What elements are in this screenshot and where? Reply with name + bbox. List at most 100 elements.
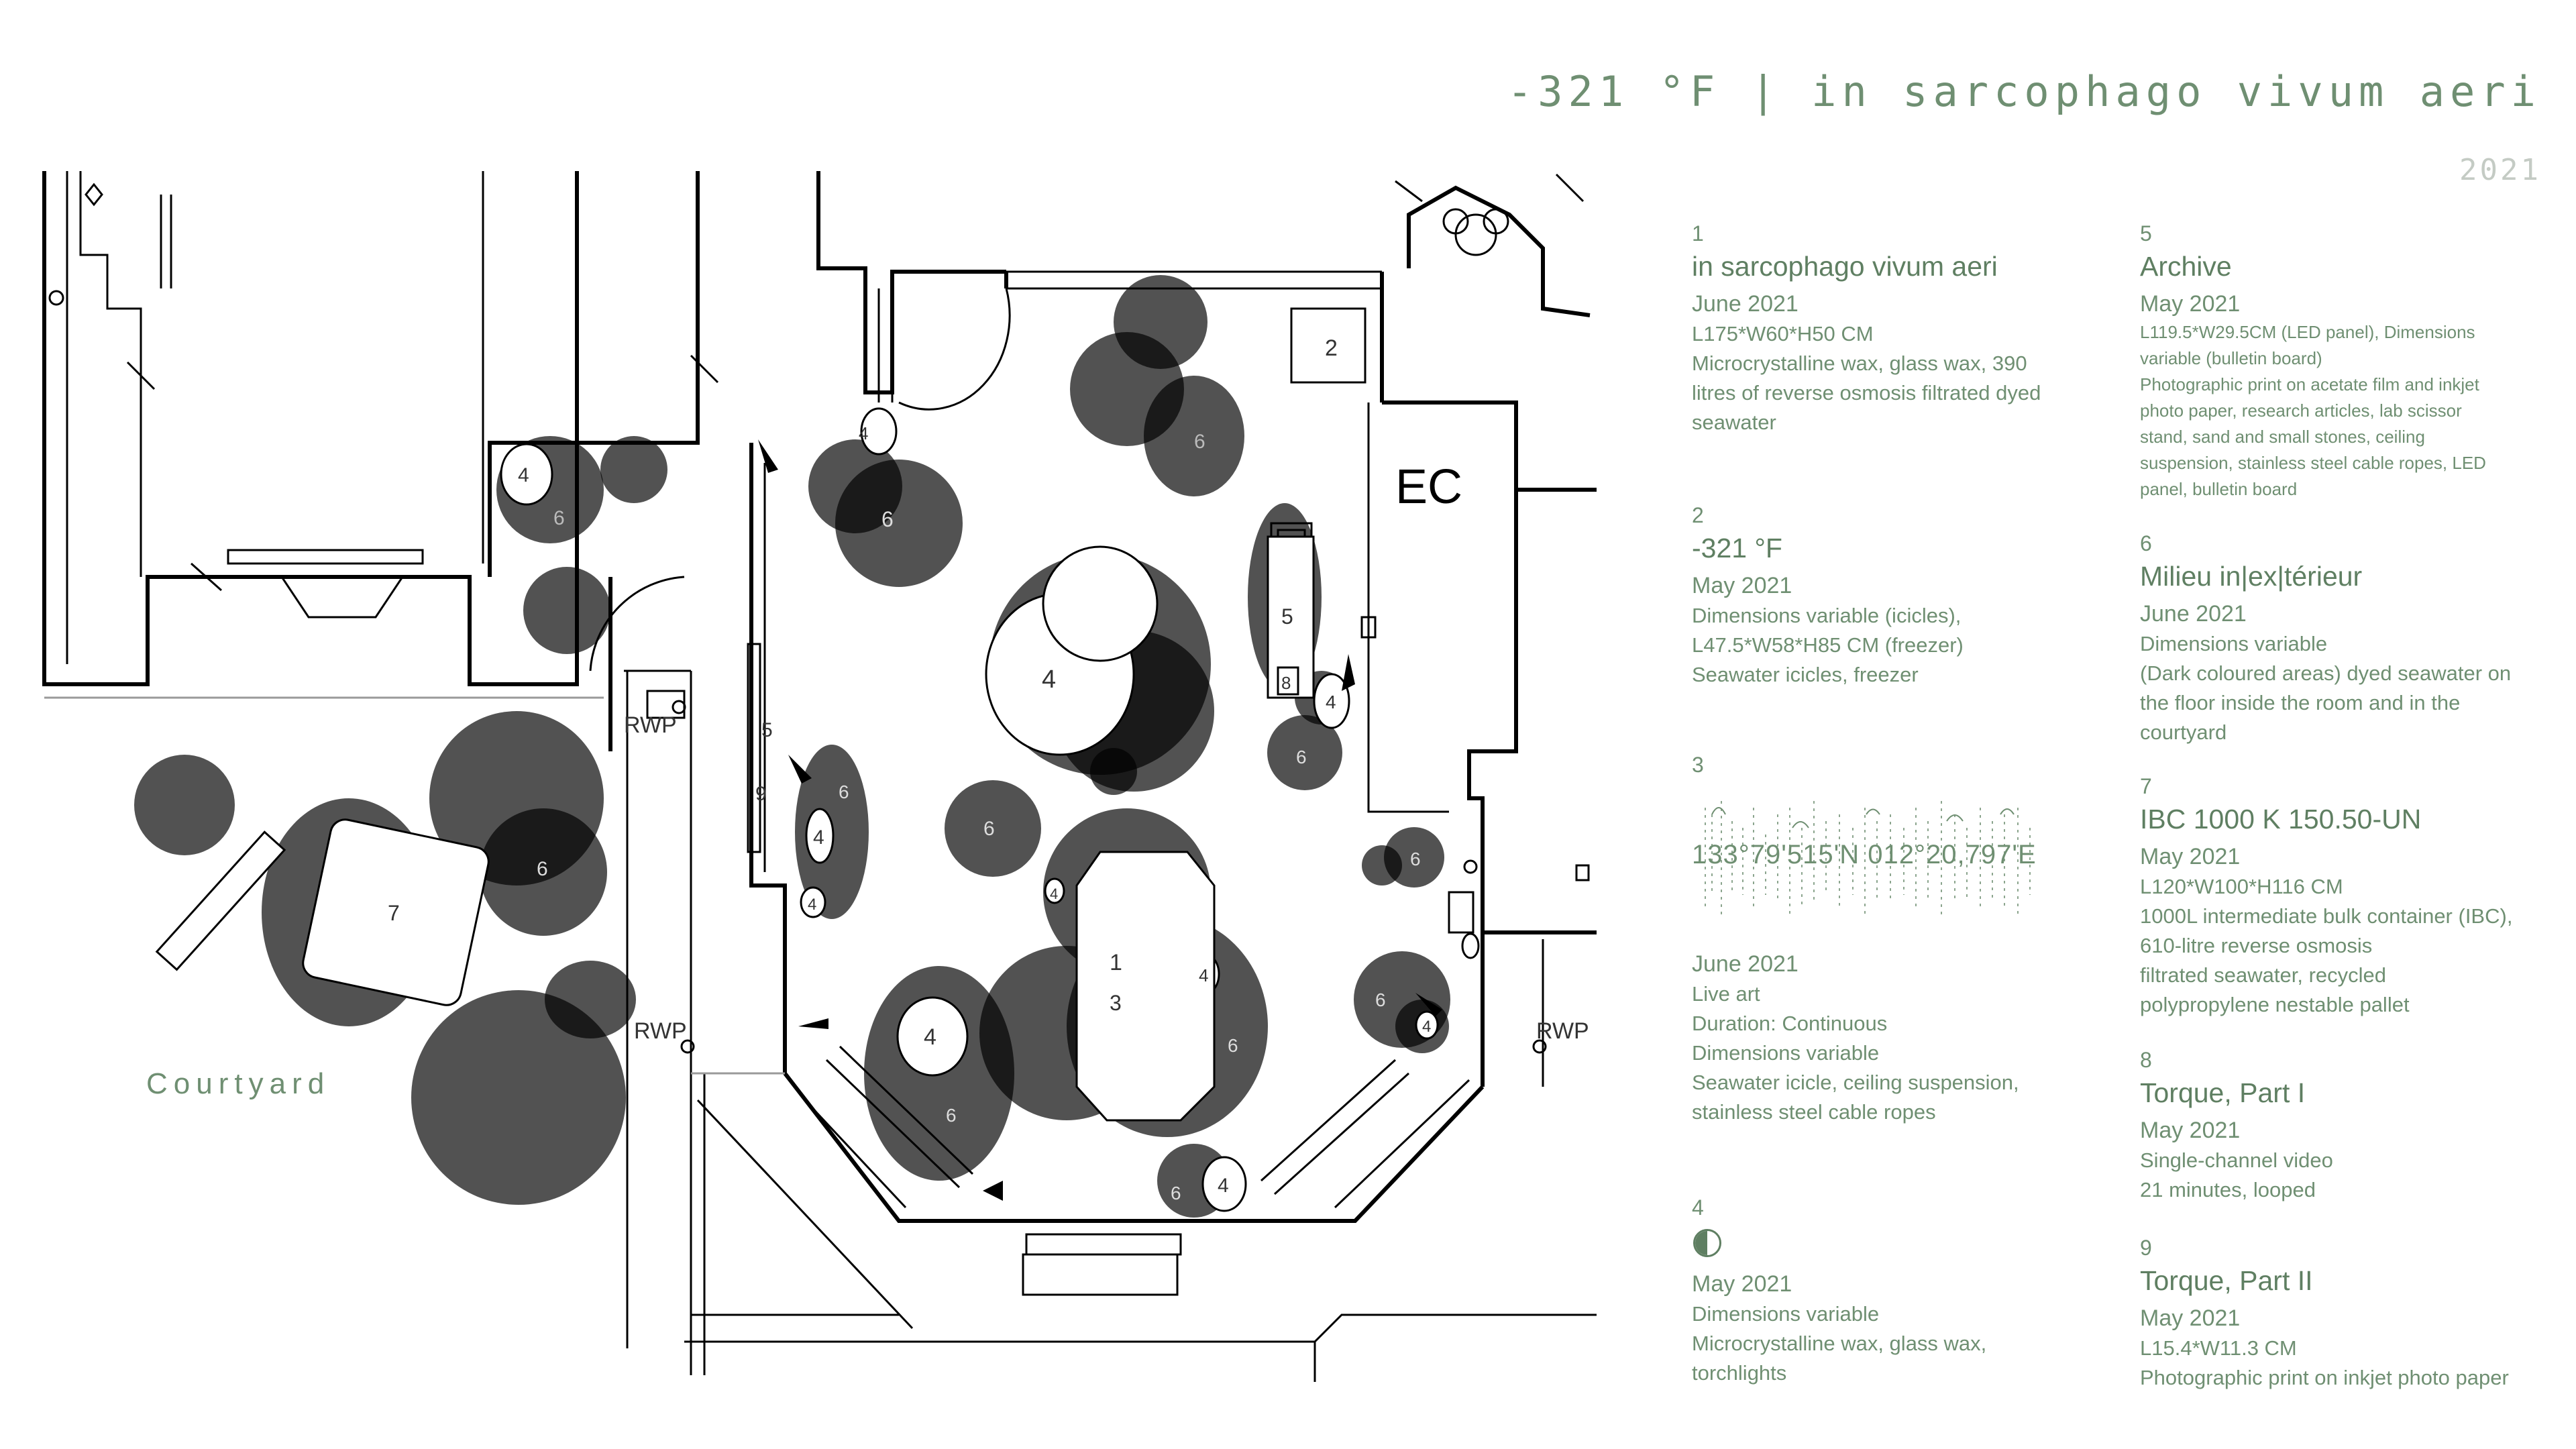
work-number: 3 — [1692, 753, 1704, 777]
plan-number-6g: 6 — [1410, 849, 1421, 869]
work-number: 2 — [1692, 503, 1704, 527]
work-detail: polypropylene nestable pallet — [2140, 993, 2410, 1016]
plan-number-4j: 4 — [1422, 1018, 1431, 1036]
work-entry-7: 7 IBC 1000 K 150.50-UN May 2021 L120*W10… — [2140, 773, 2556, 1020]
work-title: Archive — [2140, 251, 2232, 282]
work-detail: L175*W60*H50 CM — [1692, 322, 1874, 345]
work-detail: variable (bulletin board) — [2140, 348, 2322, 368]
plan-number-1: 1 — [1110, 950, 1122, 975]
video-monitor — [1277, 666, 1299, 696]
plan-number-6h: 6 — [1375, 989, 1386, 1010]
plan-number-4d: 4 — [859, 423, 868, 443]
rwp-label-2: RWP — [634, 1018, 687, 1044]
torchlight-markers — [758, 439, 1442, 1201]
work-detail: 610-litre reverse osmosis — [2140, 934, 2373, 957]
work-detail: (Dark coloured areas) dyed seawater on — [2140, 661, 2512, 685]
work-detail: torchlights — [1692, 1361, 1787, 1385]
courtyard-label: Courtyard — [146, 1067, 330, 1100]
work-number: 1 — [1692, 221, 1704, 246]
work-detail: Single-channel video — [2140, 1148, 2333, 1172]
work-detail: L47.5*W58*H85 CM (freezer) — [1692, 633, 1964, 657]
plan-number-6b: 6 — [1194, 431, 1205, 453]
work-number: 4 — [1692, 1195, 1704, 1220]
work-detail: stainless steel cable ropes — [1692, 1100, 1936, 1124]
floor-plan: RWP RWP RWP EC — [42, 171, 1597, 1382]
plan-number-4i: 4 — [1218, 1175, 1229, 1197]
work-detail: litres of reverse osmosis filtrated dyed — [1692, 381, 2041, 405]
icicle-glyphs-graphic — [1705, 801, 2031, 915]
plan-number-4h: 4 — [1199, 965, 1208, 985]
work-date: June 2021 — [1692, 291, 1799, 317]
work-entry-1: 1 in sarcophago vivum aeri June 2021 L17… — [1692, 220, 2121, 437]
work-detail: seawater — [1692, 411, 1776, 434]
plan-number-6e: 6 — [983, 818, 995, 840]
work-title: Torque, Part I — [2140, 1077, 2306, 1108]
work-date: May 2021 — [2140, 1118, 2241, 1143]
plan-number-6k: 6 — [1171, 1183, 1181, 1203]
plan-number-6i: 6 — [1228, 1035, 1238, 1056]
work-date: May 2021 — [1692, 573, 1792, 598]
work-detail: L120*W100*H116 CM — [2140, 875, 2343, 898]
work-detail: filtrated seawater, recycled — [2140, 963, 2387, 987]
work-detail: 1000L intermediate bulk container (IBC), — [2140, 904, 2513, 928]
work-date: June 2021 — [2140, 601, 2247, 627]
plan-number-5b: 5 — [761, 719, 773, 741]
work-detail: suspension, stainless steel cable ropes,… — [2140, 453, 2486, 473]
work-detail: Microcrystalline wax, glass wax, — [1692, 1332, 1987, 1355]
work-date: May 2021 — [2140, 1305, 2241, 1331]
work-entry-5: 5 Archive May 2021 L119.5*W29.5CM (LED p… — [2140, 220, 2556, 502]
work-title: -321 °F — [1692, 533, 1782, 564]
plan-number-6f: 6 — [1296, 747, 1307, 767]
work-detail: 21 minutes, looped — [2140, 1178, 2316, 1201]
plan-number-6l: 6 — [537, 858, 548, 880]
plan-number-4b: 4 — [924, 1024, 936, 1050]
plan-number-6a: 6 — [553, 507, 565, 529]
work-entry-6: 6 Milieu in|ex|térieur June 2021 Dimensi… — [2140, 530, 2556, 747]
plan-number-3: 3 — [1110, 991, 1122, 1015]
plan-number-4e: 4 — [813, 826, 824, 849]
work-number: 6 — [2140, 531, 2152, 555]
work-detail: stand, sand and small stones, ceiling — [2140, 427, 2425, 447]
plan-number-5a: 5 — [1281, 604, 1293, 629]
work-detail: the floor inside the room and in the — [2140, 691, 2461, 714]
work-entry-4: 4 May 2021 Dimensions variable Microcrys… — [1692, 1194, 2121, 1388]
work-detail: panel, bulletin board — [2140, 479, 2298, 499]
plan-number-4g: 4 — [1326, 692, 1336, 712]
work-date: May 2021 — [1692, 1271, 1792, 1297]
plan-number-2: 2 — [1325, 335, 1338, 361]
seawater-blobs — [134, 275, 1450, 1218]
west-room-walls — [42, 171, 719, 686]
work-number: 8 — [2140, 1048, 2152, 1072]
work-title: Torque, Part II — [2140, 1265, 2313, 1296]
work-detail: Dimensions variable — [1692, 1041, 1880, 1065]
plan-number-4k: 4 — [1050, 885, 1058, 902]
work-title: in sarcophago vivum aeri — [1692, 251, 1998, 282]
rwp-label-3: RWP — [1536, 1018, 1589, 1044]
work-number: 7 — [2140, 774, 2152, 798]
work-detail: L119.5*W29.5CM (LED panel), Dimensions — [2140, 322, 2475, 342]
plan-number-6d: 6 — [839, 782, 849, 802]
work-entry-8: 8 Torque, Part I May 2021 Single-channel… — [2140, 1046, 2556, 1205]
work-detail: L15.4*W11.3 CM — [2140, 1336, 2297, 1360]
page-title: -321 °F | in sarcophago vivum aeri — [1507, 67, 2541, 116]
plan-number-6c: 6 — [881, 507, 894, 531]
plan-number-9: 9 — [755, 783, 767, 805]
plan-number-4f: 4 — [808, 896, 816, 914]
work-number: 5 — [2140, 221, 2152, 246]
work-title: Milieu in|ex|térieur — [2140, 561, 2363, 592]
work-title: IBC 1000 K 150.50-UN — [2140, 804, 2422, 835]
work-entry-3: 3 133°79'515'N 012°20,797'E June 2021 Li… — [1692, 751, 2121, 1127]
plan-number-6j: 6 — [946, 1105, 957, 1126]
sarcophagus-object — [1075, 851, 1216, 1122]
plan-number-4c: 4 — [518, 464, 529, 486]
page-year: 2021 — [2459, 153, 2541, 187]
ec-label: EC — [1395, 460, 1462, 514]
rwp-label-1: RWP — [624, 712, 677, 738]
ibc-container — [302, 818, 490, 1006]
ibc-pallet — [155, 830, 286, 971]
work-detail: Dimensions variable — [2140, 632, 2328, 655]
work-detail: Photographic print on acetate film and i… — [2140, 374, 2479, 394]
work-detail: Photographic print on inkjet photo paper — [2140, 1366, 2509, 1389]
work-detail: courtyard — [2140, 720, 2227, 744]
work-date: May 2021 — [2140, 844, 2241, 869]
